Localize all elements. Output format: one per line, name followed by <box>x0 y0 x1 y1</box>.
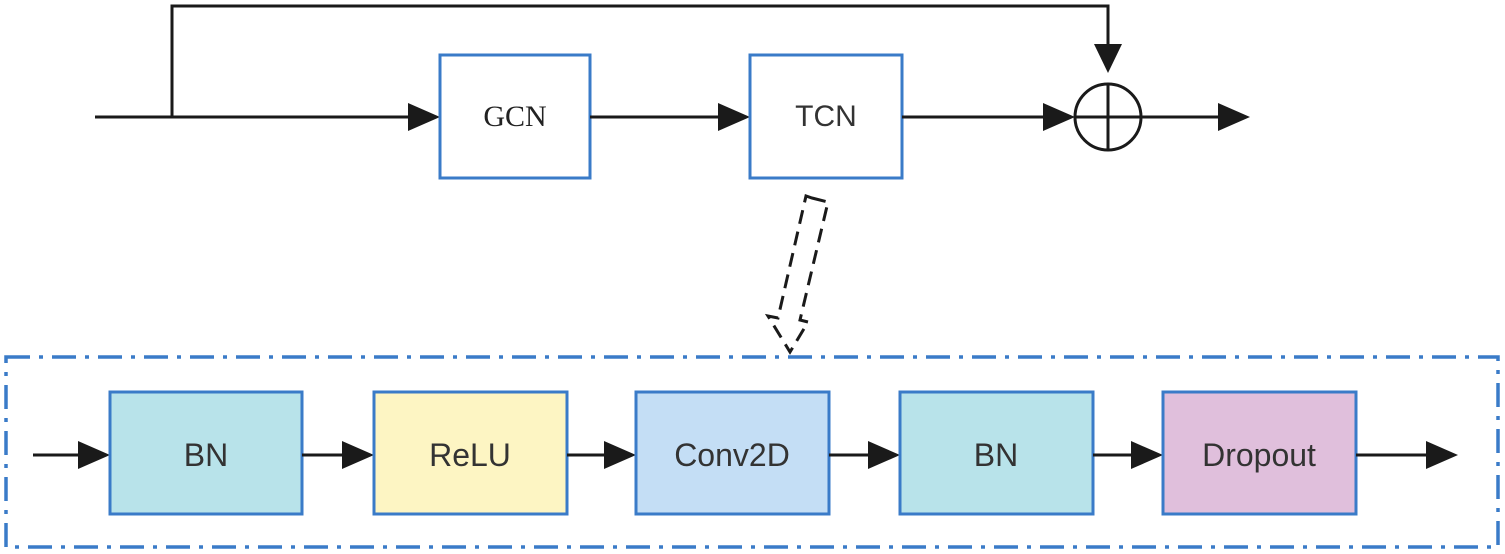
arrowhead-detail-output <box>1426 441 1458 469</box>
top-row: GCN TCN <box>95 4 1250 180</box>
arrowhead-output <box>1218 103 1250 131</box>
dropout-block <box>1161 390 1358 516</box>
arrowhead-to-bn-1 <box>78 441 110 469</box>
expand-arrow <box>764 194 830 355</box>
conv2d-block <box>634 390 831 516</box>
arrowhead-to-tcn <box>718 103 750 131</box>
bn-block-2-label: BN <box>974 437 1018 473</box>
bn-block-1-label: BN <box>184 437 228 473</box>
arrowhead-to-dropout <box>1131 441 1163 469</box>
sum-icon <box>1073 82 1143 152</box>
bn-block-1 <box>108 390 304 516</box>
dropout-block-label: Dropout <box>1202 437 1316 473</box>
arrowhead-to-sum <box>1043 103 1075 131</box>
tcn-box <box>748 53 904 180</box>
skip-connection-line <box>170 4 1110 117</box>
relu-block <box>372 390 569 516</box>
bn-block-2 <box>898 390 1095 516</box>
arrowhead-to-bn-2 <box>868 441 900 469</box>
arrowhead-skip-to-sum <box>1094 44 1122 73</box>
relu-block-label: ReLU <box>429 437 511 473</box>
arrowhead-to-gcn <box>408 103 440 131</box>
arrowhead-to-conv <box>604 441 636 469</box>
conv2d-block-label: Conv2D <box>674 437 790 473</box>
tcn-detail-container <box>4 355 1500 549</box>
tcn-detail-row: BN ReLU Conv2D BN Dropout <box>33 390 1458 516</box>
arrowhead-to-relu <box>342 441 374 469</box>
gcn-label: GCN <box>483 100 546 133</box>
tcn-label: TCN <box>795 100 857 133</box>
